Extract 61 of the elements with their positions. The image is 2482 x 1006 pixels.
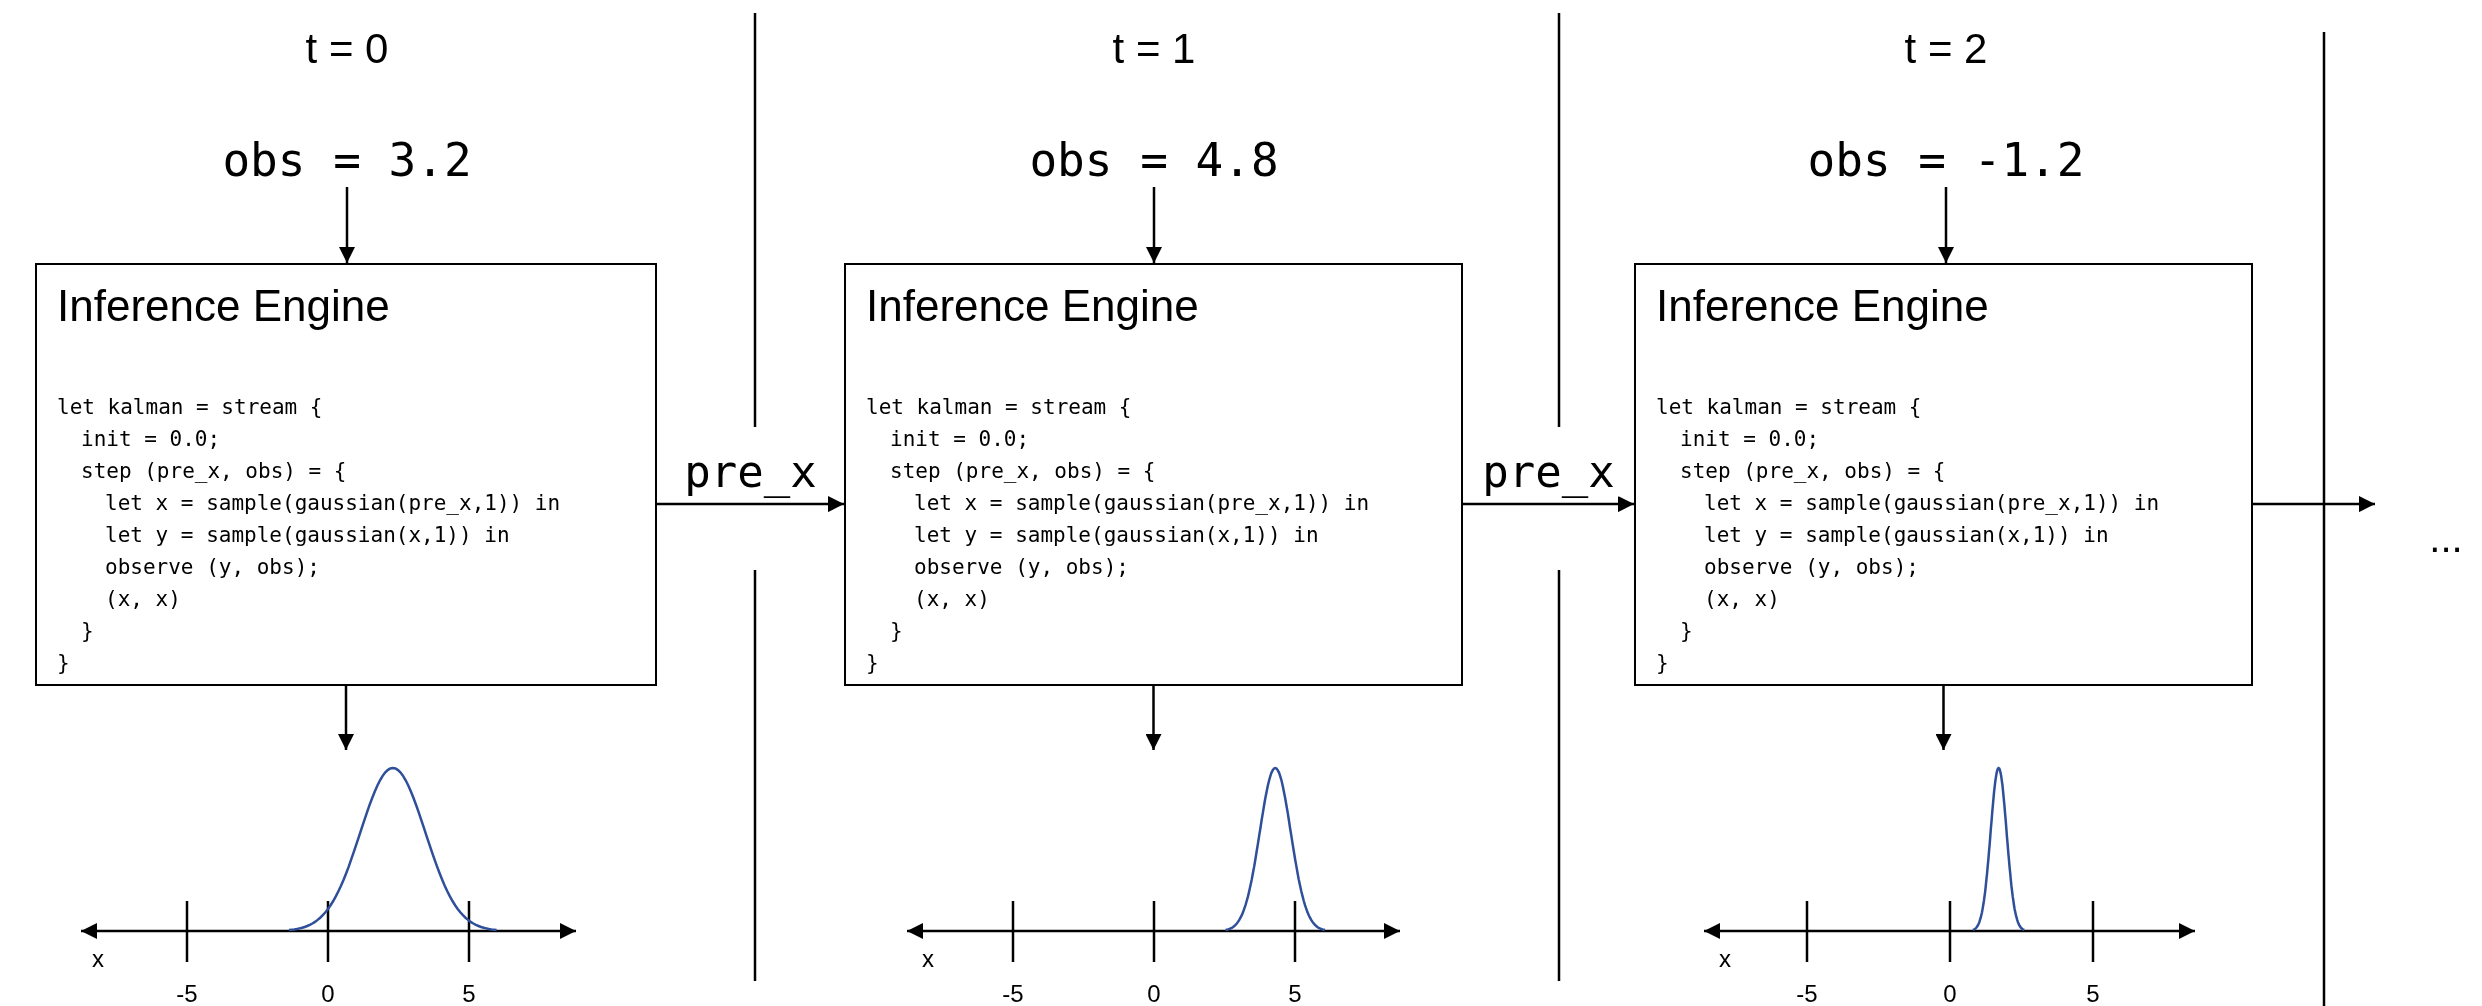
- arrow: [1145, 686, 1162, 750]
- observation-text: obs = -1.2: [1807, 133, 2085, 187]
- code-line: observe (y, obs);: [914, 555, 1129, 579]
- code-line: let x = sample(gaussian(pre_x,1)) in: [914, 491, 1370, 515]
- axis-label: x: [922, 945, 934, 973]
- time-step-label: t = 1: [1112, 25, 1196, 73]
- box-title: Inference Engine: [866, 281, 1199, 331]
- code-line: let x = sample(gaussian(pre_x,1)) in: [1704, 491, 2160, 515]
- code-line: init = 0.0;: [1680, 427, 1820, 451]
- box-title: Inference Engine: [57, 281, 390, 331]
- code-line: let kalman = stream {: [57, 395, 323, 419]
- arrow: [1938, 187, 1954, 263]
- arrow: [1935, 686, 1952, 750]
- tick-label: 5: [462, 980, 476, 1006]
- arrow: [1463, 496, 1634, 513]
- tick-label: 0: [321, 980, 335, 1006]
- code-line: let kalman = stream {: [866, 395, 1132, 419]
- box-title: Inference Engine: [1656, 281, 1989, 331]
- code-line: let kalman = stream {: [1656, 395, 1922, 419]
- code-line: (x, x): [914, 587, 990, 611]
- code-line: step (pre_x, obs) = {: [1680, 459, 1946, 483]
- arrow: [339, 187, 355, 263]
- code-line: }: [866, 651, 879, 675]
- code-line: }: [890, 619, 903, 643]
- tick-label: -5: [1796, 980, 1818, 1006]
- process-box: [844, 263, 1463, 686]
- time-step-label: t = 0: [305, 25, 389, 73]
- code-line: }: [57, 651, 70, 675]
- tick-label: 0: [1943, 980, 1957, 1006]
- observation-text: obs = 4.8: [1029, 133, 1279, 187]
- code-line: (x, x): [1704, 587, 1780, 611]
- code-line: }: [1680, 619, 1693, 643]
- arrow: [2253, 496, 2375, 513]
- tick-label: -5: [176, 980, 198, 1006]
- arrow: [657, 496, 844, 513]
- code-line: step (pre_x, obs) = {: [890, 459, 1156, 483]
- axis-label: x: [1719, 945, 1731, 973]
- process-box: [1634, 263, 2253, 686]
- tick-label: 5: [2086, 980, 2100, 1006]
- code-line: }: [1656, 651, 1669, 675]
- code-line: observe (y, obs);: [105, 555, 320, 579]
- code-line: let y = sample(gaussian(x,1)) in: [914, 523, 1319, 547]
- arrow: [338, 686, 354, 750]
- code-line: let y = sample(gaussian(x,1)) in: [1704, 523, 2109, 547]
- code-line: let x = sample(gaussian(pre_x,1)) in: [105, 491, 561, 515]
- tick-label: 0: [1147, 980, 1161, 1006]
- code-line: init = 0.0;: [890, 427, 1030, 451]
- axis-label: x: [92, 945, 104, 973]
- tick-label: -5: [1002, 980, 1024, 1006]
- code-line: init = 0.0;: [81, 427, 221, 451]
- code-line: observe (y, obs);: [1704, 555, 1919, 579]
- code-line: (x, x): [105, 587, 181, 611]
- code-line: let y = sample(gaussian(x,1)) in: [105, 523, 510, 547]
- observation-text: obs = 3.2: [222, 133, 472, 187]
- code-line: }: [81, 619, 94, 643]
- arrow: [1146, 187, 1162, 263]
- time-step-label: t = 2: [1904, 25, 1988, 73]
- ellipsis-text: ...: [2429, 515, 2463, 561]
- code-line: step (pre_x, obs) = {: [81, 459, 347, 483]
- tick-label: 5: [1288, 980, 1302, 1006]
- process-box: [35, 263, 657, 686]
